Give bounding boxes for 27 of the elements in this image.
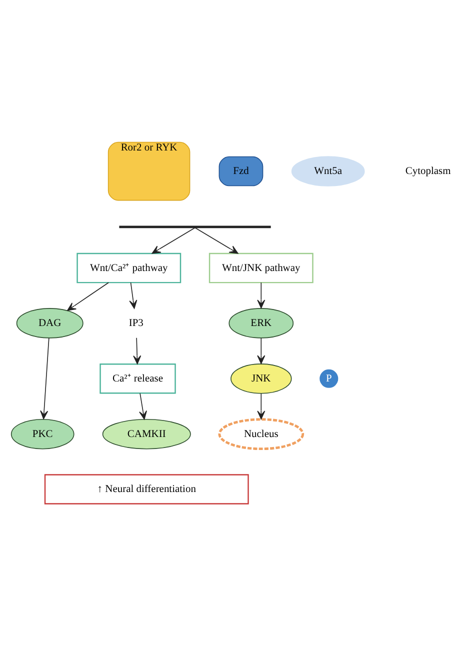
arrow [257,393,266,420]
arrow [133,337,142,364]
arrow [139,392,147,420]
node-ellipse: CAMKII [102,418,191,450]
arrow [40,338,50,420]
arrow [194,227,238,254]
node-ellipse: DAG [16,308,84,338]
node-ellipse: Nucleus [218,418,304,450]
node-box: Wnt/JNK pathway [208,252,314,284]
label: Cytoplasm [405,166,451,177]
node-box: Fzd [218,156,264,186]
node-ellipse: PKC [10,418,74,450]
node-ellipse: Wnt5a [291,156,365,186]
arrow [129,282,138,309]
arrow [257,338,266,364]
node-bar [119,226,271,228]
node-box: ↑ Neural differentiation [44,474,249,504]
node-box: Ca²⁺ release [100,364,176,394]
node-box: Ror2 or RYK [108,142,190,201]
arrow [67,282,109,311]
arrow [257,282,266,308]
arrow [152,227,196,254]
node-text: IP3 [128,318,144,329]
node-box: Wnt/Ca²⁺ pathway [76,252,182,284]
node-ellipse: ERK [228,308,294,338]
node-ellipse: JNK [230,364,292,394]
node-circle: P [320,369,338,388]
